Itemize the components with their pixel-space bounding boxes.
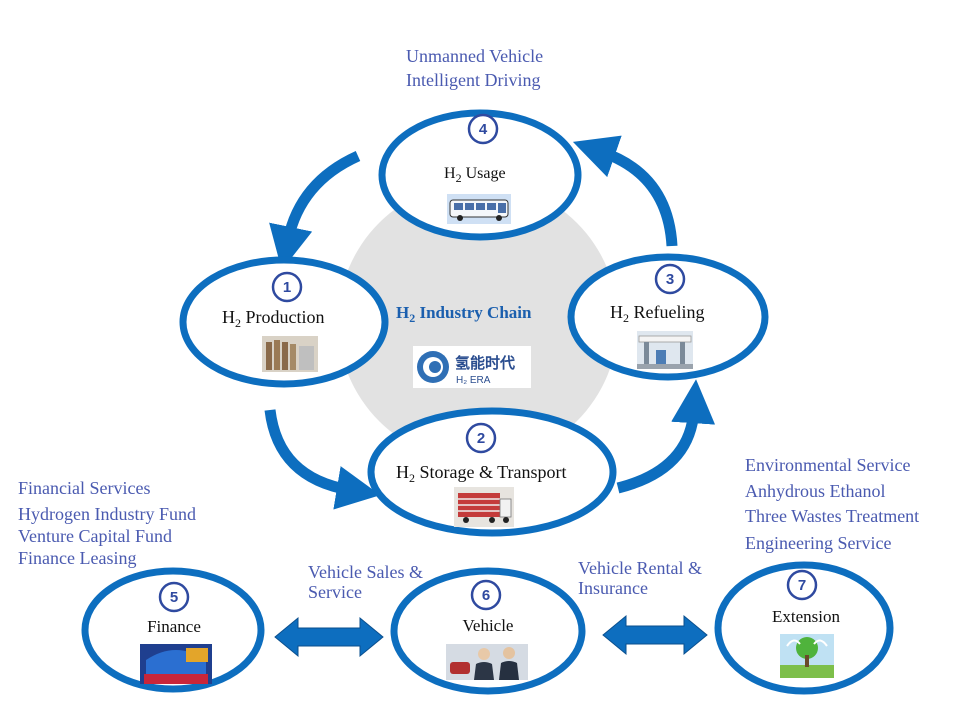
node-extension-ring xyxy=(714,561,894,695)
note-extension: Environmental Service Anhydrous Ethanol … xyxy=(745,455,919,553)
double-arrow-finance-vehicle xyxy=(274,616,384,658)
node-extension-number-badge xyxy=(786,569,818,601)
logo-chinese-text: 氢能时代 xyxy=(455,354,515,372)
node-extension: 7 Extension xyxy=(714,561,894,695)
note-extension-line: Environmental Service xyxy=(745,455,910,475)
center-title: H2 Industry Chain xyxy=(396,303,532,325)
node-usage-ring xyxy=(378,109,582,241)
node-extension-label: Extension xyxy=(772,607,840,626)
green-tree-image xyxy=(780,634,834,678)
node-production-number-badge xyxy=(271,271,303,303)
arrow-production-to-storage xyxy=(264,409,381,510)
node-vehicle-label: Vehicle xyxy=(463,616,514,635)
sales-staff-image xyxy=(446,644,528,680)
node-finance-ring xyxy=(81,567,265,693)
node-production-number: 1 xyxy=(283,279,291,296)
node-production-label: H2 Production xyxy=(222,307,325,330)
note-usage-line: Unmanned Vehicle xyxy=(406,46,543,66)
node-usage-number-badge xyxy=(467,113,499,145)
node-storage: 2 H2 Storage & Transport xyxy=(367,407,617,537)
node-usage-number: 4 xyxy=(479,121,488,138)
note-extension-line: Engineering Service xyxy=(745,533,891,553)
node-storage-number-badge xyxy=(465,422,497,454)
node-extension-number: 7 xyxy=(798,577,806,594)
logo-english-text: H₂ ERA xyxy=(456,375,491,386)
node-storage-ring xyxy=(367,407,617,537)
node-refueling-number-badge xyxy=(654,263,686,295)
node-finance: 5 Finance xyxy=(81,567,265,693)
node-refueling-ring xyxy=(567,253,769,381)
double-arrow-vehicle-extension xyxy=(602,614,708,656)
node-storage-label: H2 Storage & Transport xyxy=(396,462,567,485)
node-finance-number: 5 xyxy=(170,589,178,606)
node-storage-number: 2 xyxy=(477,430,485,447)
note-finance-line: Financial Services xyxy=(18,478,150,498)
node-vehicle-ring xyxy=(390,567,586,695)
note-rental-line: Insurance xyxy=(578,578,648,598)
note-extension-line: Three Wastes Treatment xyxy=(745,506,919,526)
note-finance: Financial Services Hydrogen Industry Fun… xyxy=(18,478,196,568)
node-refueling: 3 H2 Refueling xyxy=(567,253,769,381)
node-finance-label: Finance xyxy=(147,617,201,636)
node-usage-label: H2 Usage xyxy=(444,165,506,185)
note-sales-line: Service xyxy=(308,582,362,602)
note-extension-line: Anhydrous Ethanol xyxy=(745,481,885,501)
note-finance-line: Venture Capital Fund xyxy=(18,526,172,546)
node-production: 1 H2 Production xyxy=(179,256,389,388)
electrolyzer-image xyxy=(262,336,318,372)
note-rental: Vehicle Rental & Insurance xyxy=(578,558,702,598)
node-vehicle-number: 6 xyxy=(482,587,490,604)
node-usage: 4 H2 Usage xyxy=(378,109,582,241)
node-vehicle-number-badge xyxy=(470,579,502,611)
arrow-storage-to-refueling xyxy=(616,379,716,494)
node-finance-number-badge xyxy=(158,581,190,613)
tube-trailer-image xyxy=(454,487,514,527)
note-sales-line: Vehicle Sales & xyxy=(308,562,423,582)
node-production-ring xyxy=(179,256,389,388)
note-usage-line: Intelligent Driving xyxy=(406,70,540,90)
note-rental-line: Vehicle Rental & xyxy=(578,558,702,578)
note-usage: Unmanned Vehicle Intelligent Driving xyxy=(406,46,543,90)
node-refueling-number: 3 xyxy=(666,271,674,288)
bus-image xyxy=(447,194,511,224)
center-disc xyxy=(338,182,618,462)
note-finance-line: Finance Leasing xyxy=(18,548,136,568)
refueling-station-image xyxy=(637,331,693,369)
node-refueling-label: H2 Refueling xyxy=(610,302,704,325)
finance-image xyxy=(140,644,212,684)
node-vehicle: 6 Vehicle xyxy=(390,567,586,695)
note-finance-line: Hydrogen Industry Fund xyxy=(18,504,196,524)
arrow-usage-to-production xyxy=(269,150,361,271)
h2-era-logo: 氢能时代 H₂ ERA xyxy=(413,346,531,388)
note-sales: Vehicle Sales & Service xyxy=(308,562,423,602)
arrow-refueling-to-usage xyxy=(572,135,678,247)
